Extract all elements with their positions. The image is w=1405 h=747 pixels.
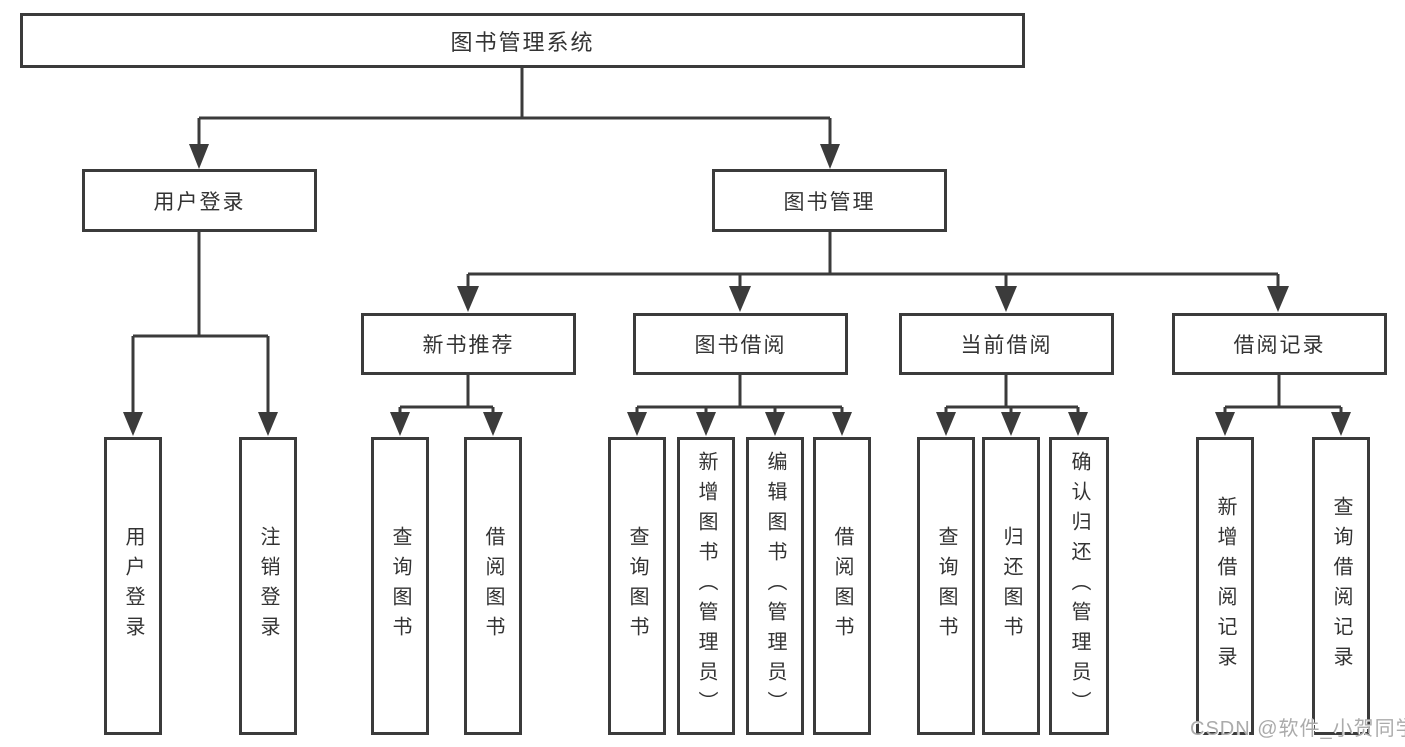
connector-borrow-records-subtree bbox=[1223, 375, 1343, 414]
node-label: 查询借阅记录 bbox=[1330, 496, 1352, 676]
node-add-borrow-record: 新增借阅记录 bbox=[1196, 437, 1254, 735]
node-borrow-records: 借阅记录 bbox=[1172, 313, 1387, 375]
node-label: 确认归还（管理员） bbox=[1068, 451, 1090, 721]
node-label: 用户登录 bbox=[153, 190, 246, 214]
node-label: 新增图书（管理员） bbox=[695, 451, 717, 721]
node-current-borrow: 当前借阅 bbox=[899, 313, 1114, 375]
node-label: 新增借阅记录 bbox=[1214, 496, 1236, 676]
node-query-books-current: 查询图书 bbox=[917, 437, 975, 735]
node-user-login: 用户登录 bbox=[82, 169, 317, 232]
connector-new-book-subtree bbox=[398, 375, 495, 414]
node-book-borrow: 图书借阅 bbox=[633, 313, 848, 375]
node-book-management: 图书管理 bbox=[712, 169, 947, 232]
node-return-book: 归还图书 bbox=[982, 437, 1040, 735]
connector-user-login-subtree bbox=[131, 232, 270, 414]
node-borrow-books-recommend: 借阅图书 bbox=[464, 437, 522, 735]
connector-book-borrow-subtree bbox=[635, 375, 844, 414]
arrow-down-icon bbox=[765, 412, 785, 436]
watermark: CSDN @软件_小贺同学 bbox=[1190, 718, 1405, 740]
arrow-down-icon bbox=[483, 412, 503, 436]
arrow-down-icon bbox=[936, 412, 956, 436]
node-library-system: 图书管理系统 bbox=[20, 13, 1025, 68]
node-label: 借阅图书 bbox=[482, 526, 504, 646]
arrow-down-icon bbox=[1001, 412, 1021, 436]
arrow-down-icon bbox=[457, 286, 479, 312]
node-label: 编辑图书（管理员） bbox=[764, 451, 786, 721]
node-query-books-recommend: 查询图书 bbox=[371, 437, 429, 735]
connector-root-to-level2 bbox=[197, 68, 832, 148]
node-query-borrow-record: 查询借阅记录 bbox=[1312, 437, 1370, 735]
arrow-down-icon bbox=[729, 286, 751, 312]
node-query-books-borrow: 查询图书 bbox=[608, 437, 666, 735]
arrow-down-icon bbox=[1267, 286, 1289, 312]
arrow-down-icon bbox=[390, 412, 410, 436]
node-label: 新书推荐 bbox=[422, 334, 515, 357]
arrow-down-icon bbox=[696, 412, 716, 436]
node-borrow-books-leaf: 借阅图书 bbox=[813, 437, 871, 735]
node-label: 查询图书 bbox=[935, 526, 957, 646]
arrow-down-icon bbox=[627, 412, 647, 436]
node-new-book-recommend: 新书推荐 bbox=[361, 313, 576, 375]
node-confirm-return-admin: 确认归还（管理员） bbox=[1049, 437, 1109, 735]
arrow-down-icon bbox=[820, 144, 840, 169]
node-add-book-admin: 新增图书（管理员） bbox=[677, 437, 735, 735]
arrow-down-icon bbox=[258, 412, 278, 436]
arrow-down-icon bbox=[832, 412, 852, 436]
node-label: 用户登录 bbox=[122, 526, 144, 646]
node-logout: 注销登录 bbox=[239, 437, 297, 735]
node-label: 图书借阅 bbox=[694, 334, 787, 357]
arrow-down-icon bbox=[1331, 412, 1351, 436]
node-label: 借阅记录 bbox=[1233, 334, 1326, 357]
connector-book-management-subtree bbox=[466, 232, 1280, 290]
connector-current-borrow-subtree bbox=[944, 375, 1080, 414]
node-label: 借阅图书 bbox=[831, 526, 853, 646]
node-label: 图书管理 bbox=[783, 190, 876, 214]
arrow-down-icon bbox=[1215, 412, 1235, 436]
node-label: 当前借阅 bbox=[960, 334, 1053, 357]
arrow-down-icon bbox=[123, 412, 143, 436]
arrow-down-icon bbox=[995, 286, 1017, 312]
arrow-down-icon bbox=[189, 144, 209, 169]
arrow-down-icon bbox=[1068, 412, 1088, 436]
node-label: 查询图书 bbox=[389, 526, 411, 646]
node-label: 注销登录 bbox=[257, 526, 279, 646]
node-label: 归还图书 bbox=[1000, 526, 1022, 646]
node-user-login-leaf: 用户登录 bbox=[104, 437, 162, 735]
node-edit-book-admin: 编辑图书（管理员） bbox=[746, 437, 804, 735]
node-label: 查询图书 bbox=[626, 526, 648, 646]
node-label: 图书管理系统 bbox=[450, 29, 595, 55]
